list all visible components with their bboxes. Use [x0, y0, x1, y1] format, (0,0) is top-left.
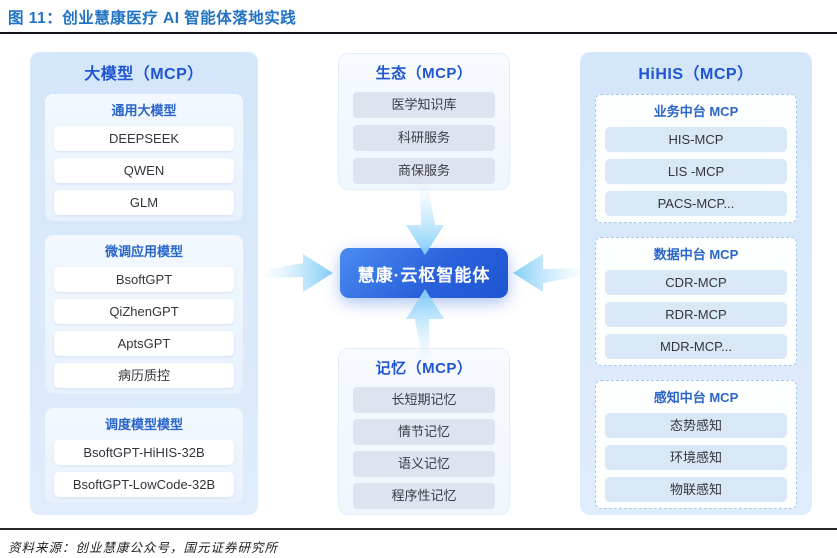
model-item: QiZhenGPT [54, 299, 234, 324]
mcp-item: MDR-MCP... [605, 334, 787, 359]
finetuned-models-section: 微调应用模型 BsoftGPT QiZhenGPT AptsGPT 病历质控 [45, 235, 243, 394]
memory-item: 情节记忆 [353, 419, 495, 445]
model-item: DEEPSEEK [54, 126, 234, 151]
model-item: BsoftGPT-HiHIS-32B [54, 440, 234, 465]
general-models-section: 通用大模型 DEEPSEEK QWEN GLM [45, 94, 243, 221]
general-models-title: 通用大模型 [111, 103, 177, 118]
scheduler-models-section: 调度模型模型 BsoftGPT-HiHIS-32B BsoftGPT-LowCo… [45, 408, 243, 503]
model-item: AptsGPT [54, 331, 234, 356]
center-agent-node: 慧康·云枢智能体 [340, 248, 508, 298]
source-note: 资料来源：创业慧康公众号，国元证券研究所 [8, 541, 279, 555]
large-model-panel: 大模型（MCP） 通用大模型 DEEPSEEK QWEN GLM 微调应用模型 … [30, 52, 258, 515]
figure-title: 图 11：创业慧康医疗 AI 智能体落地实践 [8, 10, 297, 27]
memory-panel: 记忆（MCP） 长短期记忆 情节记忆 语义记忆 程序性记忆 [338, 348, 510, 515]
ecosystem-panel-title: 生态（MCP） [375, 65, 473, 82]
large-model-panel-title: 大模型（MCP） [84, 66, 204, 83]
arrow-left-to-center-icon [263, 250, 335, 296]
model-item: BsoftGPT-LowCode-32B [54, 472, 234, 497]
model-item: QWEN [54, 158, 234, 183]
perception-middleware-section: 感知中台 MCP 态势感知 环境感知 物联感知 [595, 380, 797, 509]
mcp-item: CDR-MCP [605, 270, 787, 295]
arrow-top-to-center-icon [402, 185, 448, 257]
mcp-item: LIS -MCP [605, 159, 787, 184]
ecosystem-item: 科研服务 [353, 125, 495, 151]
memory-panel-title: 记忆（MCP） [375, 360, 473, 377]
hihis-panel: HiHIS（MCP） 业务中台 MCP HIS-MCP LIS -MCP PAC… [580, 52, 812, 515]
finetuned-models-title: 微调应用模型 [104, 244, 183, 259]
model-item: BsoftGPT [54, 267, 234, 292]
model-item: 病历质控 [54, 363, 234, 388]
business-middleware-section: 业务中台 MCP HIS-MCP LIS -MCP PACS-MCP... [595, 94, 797, 223]
business-middleware-title: 业务中台 MCP [653, 104, 739, 119]
memory-item: 语义记忆 [353, 451, 495, 477]
scheduler-models-title: 调度模型模型 [104, 417, 183, 432]
ecosystem-item: 商保服务 [353, 158, 495, 184]
data-middleware-section: 数据中台 MCP CDR-MCP RDR-MCP MDR-MCP... [595, 237, 797, 366]
title-divider [0, 32, 837, 34]
hihis-panel-title: HiHIS（MCP） [638, 66, 754, 83]
arrow-right-to-center-icon [511, 250, 583, 296]
model-item: GLM [54, 190, 234, 215]
data-middleware-title: 数据中台 MCP [653, 247, 739, 262]
perception-middleware-title: 感知中台 MCP [653, 390, 739, 405]
mcp-item: 态势感知 [605, 413, 787, 438]
mcp-item: HIS-MCP [605, 127, 787, 152]
arrow-bottom-to-center-icon [402, 287, 448, 359]
mcp-item: PACS-MCP... [605, 191, 787, 216]
mcp-item: 环境感知 [605, 445, 787, 470]
memory-item: 程序性记忆 [353, 483, 495, 509]
footer-divider [0, 528, 837, 530]
mcp-item: 物联感知 [605, 477, 787, 502]
ecosystem-item: 医学知识库 [353, 92, 495, 118]
ecosystem-panel: 生态（MCP） 医学知识库 科研服务 商保服务 [338, 53, 510, 190]
memory-item: 长短期记忆 [353, 387, 495, 413]
mcp-item: RDR-MCP [605, 302, 787, 327]
